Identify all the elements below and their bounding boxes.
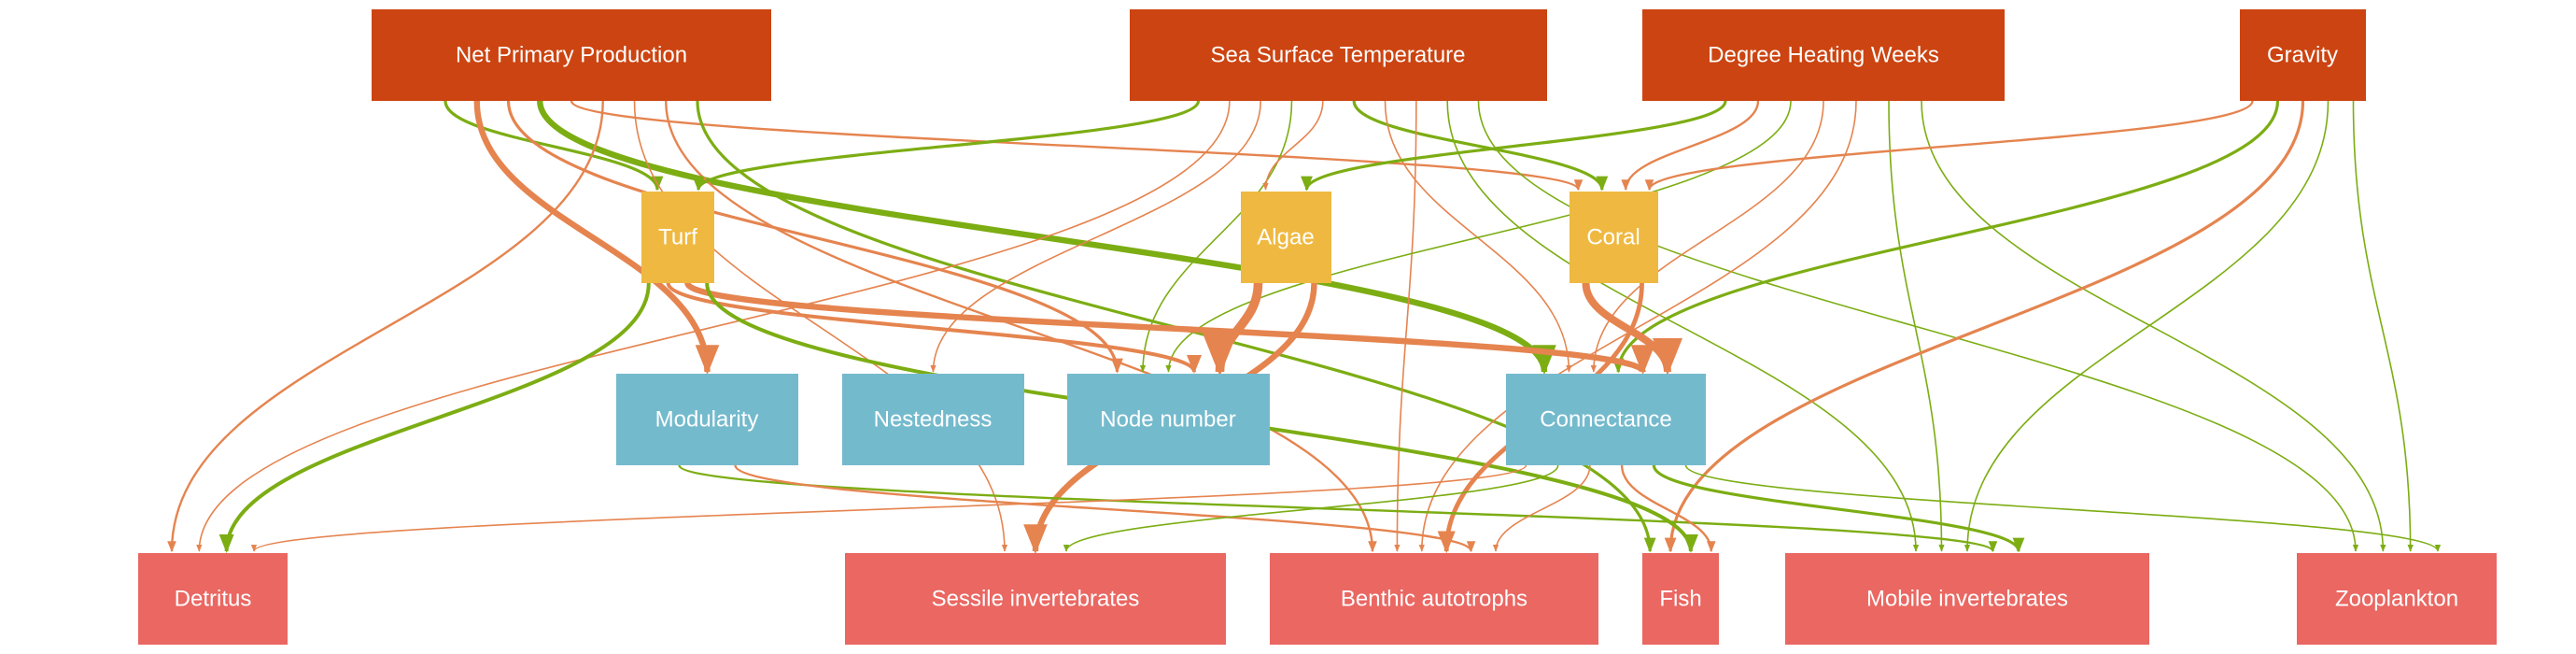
node-benthic-autotrophs[interactable]: Benthic autotrophs	[1270, 553, 1598, 645]
node-nestedness[interactable]: Nestedness	[842, 374, 1024, 465]
edge-sst-to-mobile	[1446, 100, 1920, 552]
node-degree-heating-weeks[interactable]: Degree Heating Weeks	[1642, 9, 2005, 101]
node-label: Net Primary Production	[456, 43, 687, 68]
node-label: Connectance	[1540, 407, 1671, 433]
node-box	[845, 553, 1226, 645]
node-label: Node number	[1100, 407, 1235, 433]
node-sessile-invertebrates[interactable]: Sessile invertebrates	[845, 553, 1226, 645]
edge-dhw-to-coral	[1621, 100, 1760, 192]
edge-npp-to-turf	[443, 100, 664, 192]
edge-connectance-to-zooplankton	[1684, 464, 2442, 552]
node-box	[641, 192, 714, 283]
edge-gravity-to-coral	[1644, 100, 2254, 192]
node-fish[interactable]: Fish	[1642, 553, 1719, 645]
node-node-number[interactable]: Node number	[1067, 374, 1270, 465]
node-box	[1130, 9, 1547, 101]
node-label: Fish	[1659, 587, 1701, 612]
edge-npp-to-detritus	[167, 100, 604, 553]
node-net-primary-production[interactable]: Net Primary Production	[372, 9, 771, 101]
node-label: Modularity	[655, 407, 759, 433]
edge-gravity-to-mobile	[1964, 100, 2330, 552]
node-box	[616, 374, 798, 465]
node-box	[1642, 9, 2005, 101]
node-connectance[interactable]: Connectance	[1506, 374, 1706, 465]
node-box	[1067, 374, 1270, 465]
edge-npp-to-connectance	[537, 100, 1556, 376]
node-modularity[interactable]: Modularity	[616, 374, 798, 465]
edge-connectance-to-mobile	[1652, 464, 2025, 553]
edge-connectance-to-benthic	[1492, 464, 1591, 552]
node-label: Coral	[1586, 225, 1640, 250]
nodes-layer: Net Primary Production Sea Surface Tempe…	[138, 9, 2497, 645]
node-box	[2297, 553, 2497, 645]
node-box	[1642, 553, 1719, 645]
edge-sst-to-benthic	[1394, 100, 1417, 552]
node-label: Mobile invertebrates	[1866, 587, 2068, 612]
edge-sst-to-coral	[1352, 100, 1609, 192]
node-mobile-invertebrates[interactable]: Mobile invertebrates	[1785, 553, 2149, 645]
node-box	[2240, 9, 2366, 101]
node-box	[1241, 192, 1331, 283]
edge-coral-to-connectance	[1582, 282, 1682, 376]
node-box	[1270, 553, 1598, 645]
node-box	[138, 553, 288, 645]
edge-connectance-to-sessile	[1063, 464, 1559, 552]
edge-modularity-to-benthic	[734, 464, 1476, 553]
edge-connectance-to-fish	[1620, 464, 1716, 553]
edge-npp-to-modularity	[473, 100, 720, 376]
node-detritus[interactable]: Detritus	[138, 553, 288, 645]
node-label: Sea Surface Temperature	[1210, 43, 1465, 68]
node-algae[interactable]: Algae	[1241, 192, 1331, 283]
node-box	[1785, 553, 2149, 645]
edge-dhw-to-node_number	[1165, 100, 1792, 373]
edge-sst-to-nestedness	[930, 100, 1261, 373]
edge-npp-to-benthic	[665, 100, 1377, 553]
edge-dhw-to-connectance	[1590, 100, 1824, 373]
node-box	[1570, 192, 1658, 283]
edge-sst-to-algae	[1262, 100, 1324, 191]
node-coral[interactable]: Coral	[1570, 192, 1658, 283]
node-turf[interactable]: Turf	[641, 192, 714, 283]
edge-dhw-to-algae	[1301, 100, 1727, 192]
edges-layer	[167, 100, 2442, 555]
edge-modularity-to-mobile	[678, 463, 1997, 553]
node-label: Nestedness	[874, 407, 992, 433]
edge-turf-to-connectance	[684, 281, 1654, 376]
node-label: Gravity	[2267, 43, 2338, 68]
edge-sst-to-detritus	[196, 100, 1231, 552]
node-label: Benthic autotrophs	[1341, 587, 1527, 612]
node-gravity[interactable]: Gravity	[2240, 9, 2366, 101]
edge-dhw-to-mobile	[1888, 100, 1945, 552]
edge-gravity-to-connectance	[1612, 100, 2280, 374]
node-zooplankton[interactable]: Zooplankton	[2297, 553, 2497, 645]
node-label: Zooplankton	[2335, 587, 2458, 612]
edge-sst-to-zooplankton	[1477, 100, 2359, 552]
edge-connectance-to-detritus	[251, 464, 1527, 552]
node-sea-surface-temperature[interactable]: Sea Surface Temperature	[1130, 9, 1547, 101]
edge-gravity-to-zooplankton	[2352, 100, 2414, 552]
edge-dhw-to-zooplankton	[1921, 100, 2386, 552]
edge-turf-to-node_number	[666, 282, 1202, 374]
edge-gravity-to-fish	[1664, 100, 2305, 553]
edge-npp-to-coral	[570, 100, 1584, 192]
edge-algae-to-node_number	[1202, 282, 1263, 377]
edge-sst-to-turf	[692, 100, 1201, 192]
node-label: Degree Heating Weeks	[1708, 43, 1939, 68]
edge-dhw-to-benthic	[1418, 100, 1857, 552]
node-label: Detritus	[175, 587, 252, 612]
node-box	[372, 9, 771, 101]
edge-turf-to-detritus	[218, 282, 651, 553]
node-label: Turf	[658, 225, 697, 250]
node-label: Sessile invertebrates	[932, 587, 1140, 612]
node-box	[1506, 374, 1706, 465]
node-box	[842, 374, 1024, 465]
node-label: Algae	[1257, 225, 1314, 250]
edge-npp-to-sessile	[633, 100, 1008, 552]
